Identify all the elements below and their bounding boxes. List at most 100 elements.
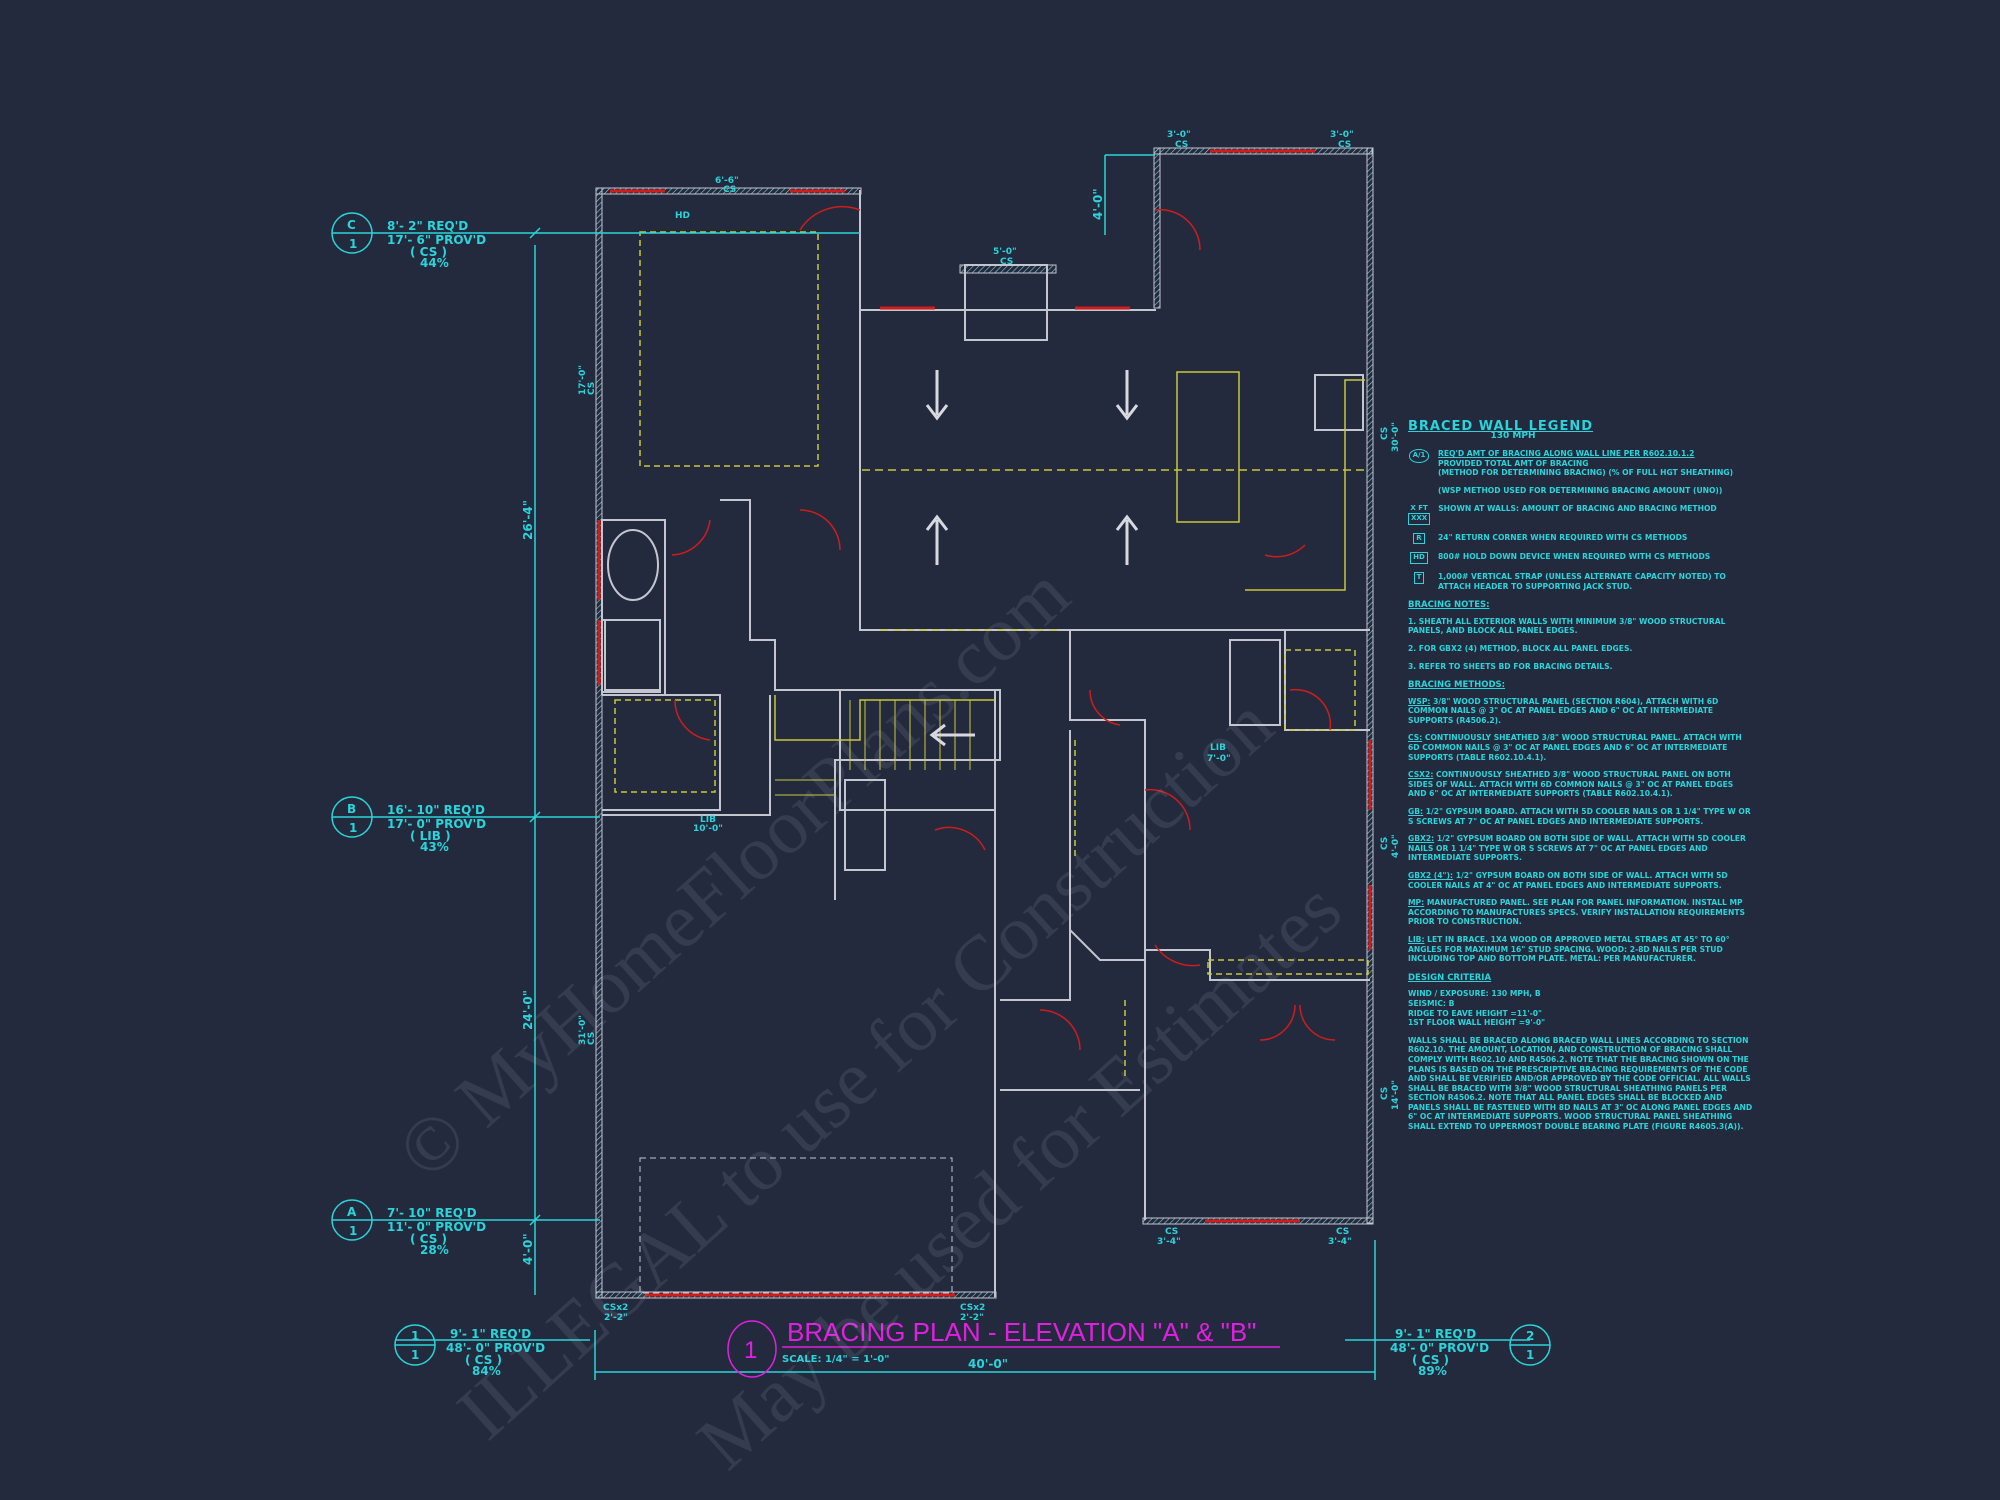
svg-text:14'-0": 14'-0"	[1391, 1080, 1401, 1110]
dim-top-notch: 4'-0"	[1091, 188, 1105, 220]
design-criteria-paragraph: WALLS SHALL BE BRACED ALONG BRACED WALL …	[1408, 1035, 1753, 1132]
svg-text:10'-0": 10'-0"	[693, 824, 723, 834]
svg-text:43%: 43%	[420, 840, 449, 854]
svg-text:( CS ): ( CS )	[465, 1353, 502, 1367]
legend-subtitle: 130 MPH	[1490, 430, 1536, 441]
svg-text:CS: CS	[1165, 1227, 1178, 1237]
dimension-labels: 26'-4" 24'-0" 4'-0" 40'-0" 4'-0"	[521, 188, 1105, 1371]
design-criteria-line: WIND / EXPOSURE: 130 MPH, B	[1408, 989, 1541, 999]
svg-text:3'-4": 3'-4"	[1157, 1237, 1181, 1247]
svg-text:4'-0": 4'-0"	[1391, 834, 1401, 858]
bracing-methods-heading: BRACING METHODS:	[1408, 680, 1506, 691]
svg-text:44%: 44%	[420, 256, 449, 270]
svg-text:CS: CS	[1000, 257, 1013, 267]
svg-text:8'- 2" REQ'D: 8'- 2" REQ'D	[387, 219, 468, 233]
bracing-note: 2. FOR GBx2 (4) METHOD, BLOCK ALL PANEL …	[1408, 643, 1633, 653]
dim-bottom-overall: 40'-0"	[968, 1357, 1008, 1371]
drawing-title: 1 BRACING PLAN - ELEVATION "A" & "B" SCA…	[727, 1317, 1280, 1378]
bracing-method: CS: CONTINUOUSLY SHEATHED 3/8" WOOD STRU…	[1408, 733, 1742, 762]
bracing-notes-heading: BRACING NOTES:	[1408, 600, 1490, 611]
direction-arrows	[925, 370, 1139, 747]
svg-text:( CS ): ( CS )	[410, 1232, 447, 1246]
svg-text:1: 1	[349, 237, 357, 251]
bracing-note: 1. SHEATH ALL EXTERIOR WALLS WITH MINIMU…	[1408, 616, 1726, 636]
svg-text:1: 1	[411, 1329, 419, 1343]
design-criteria-heading: DESIGN CRITERIA	[1408, 972, 1492, 983]
svg-text:CSx2: CSx2	[603, 1303, 628, 1313]
svg-text:HD: HD	[675, 211, 690, 221]
svg-text:CS: CS	[1336, 1227, 1349, 1237]
wall-tags: 6'-6"CS 5'-0"CS 3'-0"CS 3'-0"CS 17'-0"CS…	[578, 130, 1401, 1323]
dim-left-mid: 24'-0"	[521, 990, 535, 1030]
bracing-method: GB: 1/2" GYPSUM BOARD. ATTACH WITH 5d CO…	[1408, 807, 1751, 826]
svg-text:CS: CS	[587, 1032, 597, 1045]
svg-text:CS: CS	[1175, 140, 1188, 150]
svg-text:1: 1	[411, 1348, 419, 1362]
wall-line-callout-b: B 1 16'- 10" REQ'D17'- 0" PROV'D ( LIB )4…	[331, 796, 535, 854]
wall-line-symbol-icon: A/1	[1408, 449, 1430, 495]
svg-text:2'-2": 2'-2"	[604, 1313, 628, 1323]
bracing-method: GBx2: 1/2" GYPSUM BOARD ON BOTH SIDE OF …	[1408, 834, 1746, 863]
svg-text:1: 1	[744, 1337, 757, 1364]
dimension-lines	[395, 154, 1530, 1380]
bracing-method: WSP: 3/8" WOOD STRUCTURAL PANEL (SECTION…	[1408, 696, 1719, 725]
svg-text:16'- 10" REQ'D: 16'- 10" REQ'D	[387, 803, 485, 817]
svg-text:28%: 28%	[420, 1243, 449, 1257]
svg-text:BRACING PLAN - ELEVATION "A" &: BRACING PLAN - ELEVATION "A" & "B"	[787, 1317, 1256, 1347]
legend-item-return-corner: R 24" RETURN CORNER WHEN REQUIRED WITH C…	[1408, 532, 1753, 545]
svg-text:1: 1	[349, 1224, 357, 1238]
svg-text:7'- 10" REQ'D: 7'- 10" REQ'D	[387, 1206, 477, 1220]
svg-text:B: B	[347, 802, 356, 816]
svg-text:48'- 0" PROV'D: 48'- 0" PROV'D	[1390, 1341, 1489, 1355]
svg-text:89%: 89%	[1418, 1364, 1447, 1378]
bracing-method: CSx2: CONTINUOUSLY SHEATHED 3/8" WOOD ST…	[1408, 770, 1734, 799]
svg-text:6'-6": 6'-6"	[715, 176, 739, 186]
svg-text:3'-0": 3'-0"	[1330, 130, 1354, 140]
bracing-note: 3. REFER TO SHEETS BD FOR BRACING DETAIL…	[1408, 661, 1613, 671]
garage-door-outline	[639, 1157, 953, 1294]
bathtub-icon	[607, 529, 659, 601]
legend-item-hold-down: HD 800# HOLD DOWN DEVICE WHEN REQUIRED W…	[1408, 552, 1753, 564]
svg-text:17'-0": 17'-0"	[578, 365, 588, 395]
legend-title: BRACED WALL LEGEND	[1408, 419, 1594, 434]
svg-text:LIB: LIB	[700, 815, 716, 825]
svg-text:3'-0": 3'-0"	[1167, 130, 1191, 140]
return-corner-icon: R	[1413, 532, 1425, 545]
svg-text:17'- 6" PROV'D: 17'- 6" PROV'D	[387, 233, 486, 247]
svg-text:CS: CS	[1380, 1087, 1390, 1100]
dashed-lines	[614, 231, 1369, 1080]
svg-text:( CS ): ( CS )	[410, 245, 447, 259]
wall-line-callout-1: 11 9'- 1" REQ'D48'- 0" PROV'D ( CS )84%	[394, 1324, 545, 1378]
svg-text:30'-0": 30'-0"	[1391, 422, 1401, 452]
wall-line-callout-2: 21 9'- 1" REQ'D48'- 0" PROV'D ( CS )89%	[1390, 1324, 1551, 1378]
svg-text:C: C	[347, 218, 356, 232]
legend-item-strap: T 1,000# VERTICAL STRAP (UNLESS ALTERNAT…	[1408, 571, 1753, 591]
svg-text:9'- 1" REQ'D: 9'- 1" REQ'D	[1395, 1327, 1476, 1341]
legend-panel: BRACED WALL LEGEND 130 MPH A/1 REQ'D AMT…	[1408, 419, 1753, 1140]
svg-text:84%: 84%	[472, 1364, 501, 1378]
legend-item-wall-line: A/1 REQ'D AMT OF BRACING ALONG WALL LINE…	[1408, 449, 1753, 495]
svg-text:SCALE: 1/4" = 1'-0": SCALE: 1/4" = 1'-0"	[782, 1354, 889, 1365]
hold-down-icon: HD	[1410, 552, 1428, 564]
svg-text:CS: CS	[1380, 427, 1390, 440]
svg-text:( LIB ): ( LIB )	[410, 829, 451, 843]
svg-text:1: 1	[349, 821, 357, 835]
svg-text:48'- 0" PROV'D: 48'- 0" PROV'D	[446, 1341, 545, 1355]
design-criteria-line: RIDGE TO EAVE HEIGHT =11'-0"	[1408, 1008, 1543, 1018]
svg-text:CS: CS	[587, 382, 597, 395]
bracing-method: GBx2 (4"): 1/2" GYPSUM BOARD ON BOTH SID…	[1408, 871, 1728, 890]
svg-text:( CS ): ( CS )	[1412, 1353, 1449, 1367]
svg-text:2: 2	[1526, 1329, 1534, 1343]
design-criteria-line: SEISMIC: B	[1408, 998, 1455, 1008]
dim-left-bottom: 4'-0"	[521, 1233, 535, 1265]
svg-text:17'- 0" PROV'D: 17'- 0" PROV'D	[387, 817, 486, 831]
bracing-method: LIB: LET IN BRACE. 1x4 WOOD OR APPROVED …	[1408, 934, 1730, 964]
dim-left-top: 26'-4"	[521, 500, 535, 540]
svg-text:11'- 0" PROV'D: 11'- 0" PROV'D	[387, 1220, 486, 1234]
strap-icon: T	[1413, 571, 1425, 584]
svg-text:A: A	[347, 1205, 357, 1219]
